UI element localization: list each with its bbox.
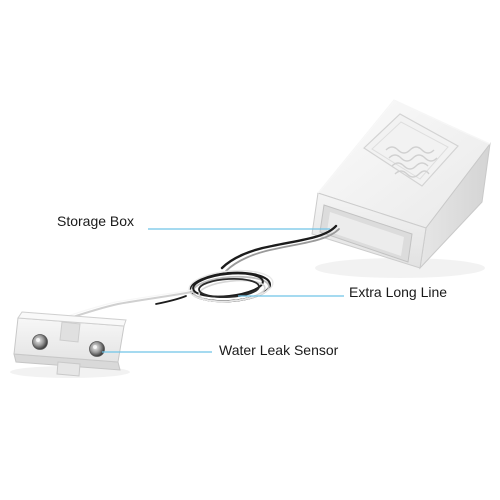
water-leak-sensor — [13, 311, 127, 377]
storage-box-label: Storage Box — [57, 213, 135, 229]
water-leak-sensor-label: Water Leak Sensor — [219, 342, 339, 358]
extra-long-line-label: Extra Long Line — [349, 284, 448, 300]
box-shadow — [315, 258, 485, 278]
left-probe — [32, 334, 48, 350]
leader-lines — [102, 228, 344, 353]
storage-box — [311, 99, 491, 270]
cable — [67, 224, 340, 319]
right-probe — [89, 341, 105, 357]
